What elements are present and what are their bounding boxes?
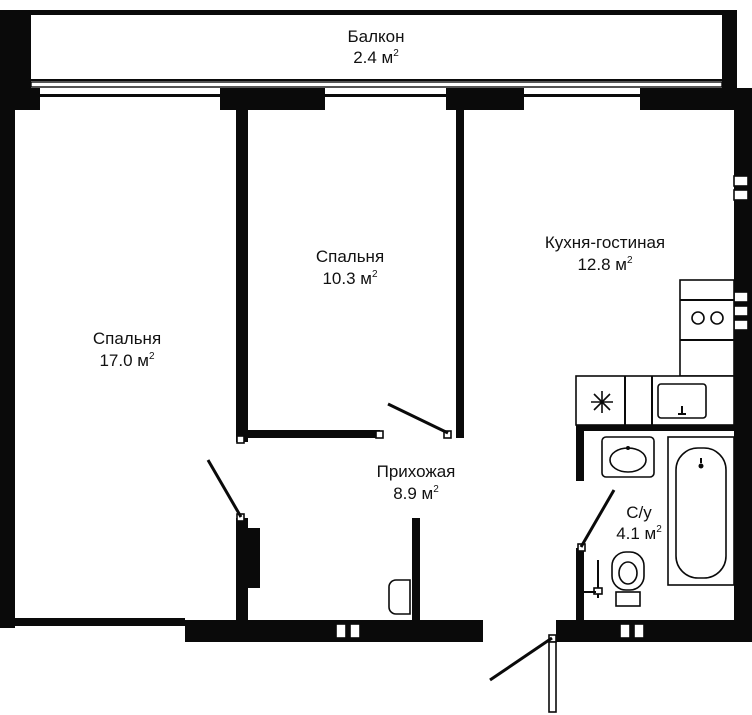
vent-asterisk-icon	[591, 391, 613, 413]
bedroom-small-name: Спальня	[316, 247, 384, 266]
hallway-cabinet	[388, 579, 411, 615]
outer-walls	[0, 10, 752, 642]
bottom-vents	[335, 623, 645, 639]
bedroom-large-area: 17.0 м2	[99, 351, 155, 370]
kitchen-fixtures	[575, 279, 735, 426]
bathroom-area: 4.1 м2	[616, 524, 662, 543]
bathroom-name: С/у	[626, 503, 652, 522]
bedroom-large-name: Спальня	[93, 329, 161, 348]
balcony-name: Балкон	[347, 27, 404, 46]
balcony-area: 2.4 м2	[353, 48, 399, 67]
kitchen-living-area: 12.8 м2	[577, 255, 633, 274]
interior-walls	[236, 110, 734, 620]
hallway-name: Прихожая	[377, 462, 456, 481]
balcony	[15, 10, 737, 88]
bathroom-fixtures	[584, 436, 735, 607]
kitchen-living-name: Кухня-гостиная	[545, 233, 665, 252]
doors	[206, 402, 616, 713]
hallway-area: 8.9 м2	[393, 484, 439, 503]
bedroom-small-area: 10.3 м2	[322, 269, 378, 288]
